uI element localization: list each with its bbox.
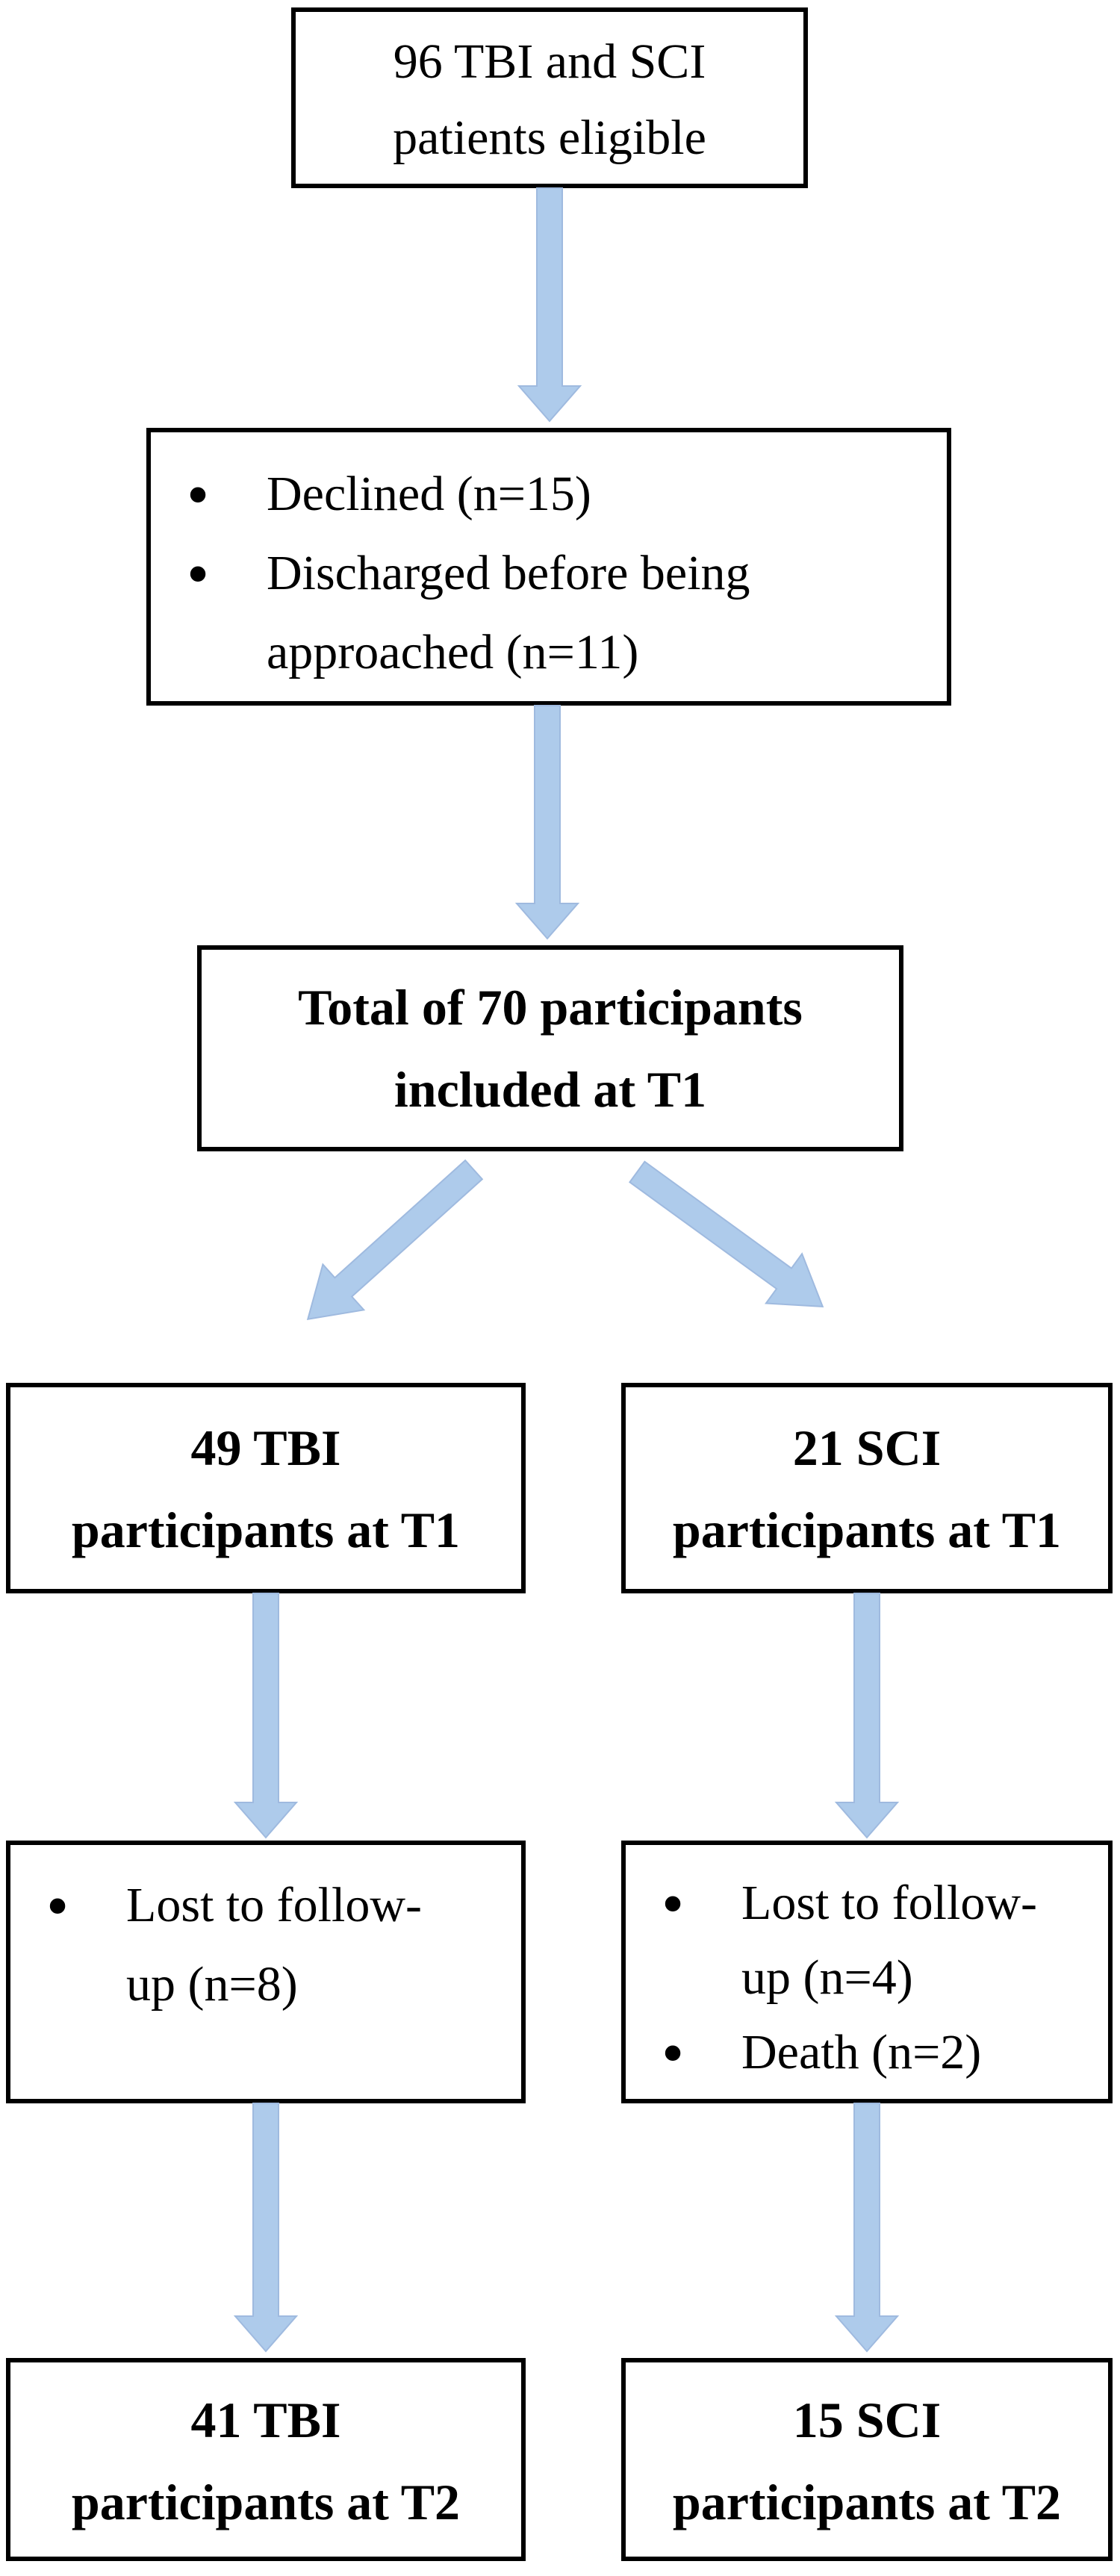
flow-box-sci-t2: 15 SCI participants at T2 [621, 2358, 1113, 2561]
box-text-line: 21 SCI [792, 1419, 942, 1476]
box-text: up (n=8) [126, 1957, 298, 2012]
flow-box-eligible: 96 TBI and SCI patients eligible [291, 7, 808, 188]
box-text-line: participants at T1 [71, 1502, 461, 1558]
bullet-icon: • [187, 538, 210, 609]
box-text-line: participants at T1 [672, 1502, 1062, 1558]
flow-arrow-eligible-to-excluded-icon [517, 187, 582, 423]
box-text: up (n=4) [741, 1950, 913, 2005]
flow-arrow-sci-lost-to-t2-icon [834, 2103, 900, 2353]
box-text-line: 49 TBI [190, 1419, 341, 1476]
box-text-line: • Lost to follow- [10, 1866, 521, 1945]
box-text-line: patients eligible [393, 111, 706, 165]
box-text-line: participants at T2 [71, 2474, 461, 2530]
box-text-line: up (n=4) [626, 1941, 1108, 2015]
flow-box-excluded-t1: • Declined (n=15) • Discharged before be… [146, 428, 951, 706]
bullet-icon: • [46, 1870, 69, 1941]
box-text-line: Total of 70 participants [298, 979, 803, 1036]
box-text: Declined (n=15) [267, 467, 591, 521]
flow-box-included-t1: Total of 70 participants included at T1 [197, 945, 903, 1151]
flow-arrow-excluded-to-included-icon [514, 705, 580, 940]
box-text-line: 15 SCI [792, 2392, 942, 2448]
flow-arrow-included-to-tbi-icon [306, 1159, 484, 1320]
flow-box-tbi-t2: 41 TBI participants at T2 [6, 2358, 526, 2561]
bullet-icon: • [662, 2017, 685, 2088]
flow-box-sci-t1: 21 SCI participants at T1 [621, 1383, 1113, 1593]
flow-arrow-sci-t1-to-lost-icon [834, 1593, 900, 1839]
flow-box-sci-lost: • Lost to follow- up (n=4) • Death (n=2) [621, 1841, 1113, 2103]
box-text-line: included at T1 [393, 1061, 707, 1118]
box-text: Death (n=2) [741, 2025, 982, 2079]
box-text: Lost to follow- [741, 1876, 1037, 1930]
flow-arrow-included-to-sci-icon [629, 1160, 824, 1308]
box-text-line: • Death (n=2) [626, 2015, 1108, 2090]
box-text-line: up (n=8) [10, 1945, 521, 2024]
box-text: approached (n=11) [267, 625, 639, 679]
bullet-icon: • [187, 458, 210, 530]
flow-box-tbi-t1: 49 TBI participants at T1 [6, 1383, 526, 1593]
bullet-icon: • [662, 1867, 685, 1939]
flow-box-tbi-lost: • Lost to follow- up (n=8) [6, 1841, 526, 2103]
flow-arrow-tbi-t1-to-lost-icon [233, 1593, 299, 1839]
box-text-line: • Declined (n=15) [151, 455, 947, 534]
box-text-line: • Discharged before being [151, 534, 947, 613]
box-text: Discharged before being [267, 546, 750, 600]
flow-arrow-tbi-lost-to-t2-icon [233, 2103, 299, 2353]
box-text-line: participants at T2 [672, 2474, 1062, 2530]
box-text-line: approached (n=11) [151, 613, 947, 692]
box-text-line: 41 TBI [190, 2392, 341, 2448]
box-text-line: • Lost to follow- [626, 1866, 1108, 1941]
box-text: Lost to follow- [126, 1878, 422, 1932]
box-text-line: 96 TBI and SCI [393, 34, 706, 89]
